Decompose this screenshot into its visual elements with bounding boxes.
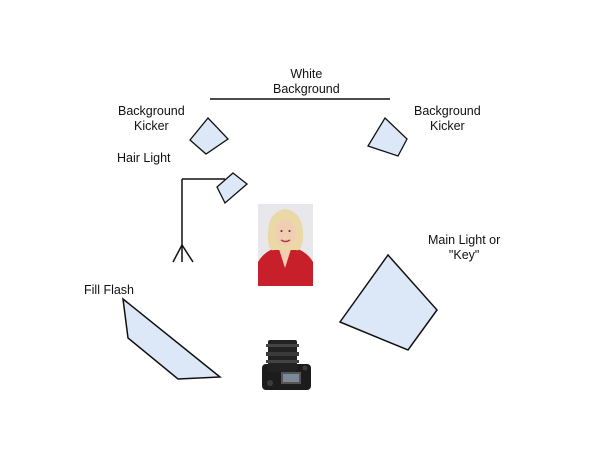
background-kicker-right-label-line1: Background: [414, 104, 481, 118]
white-background-label: White Background: [273, 67, 340, 97]
white-background-label-line2: Background: [273, 82, 340, 96]
background-kicker-left-softbox: [189, 117, 229, 155]
background-kicker-left-label-line2: Kicker: [133, 119, 169, 133]
main-light-softbox: [338, 253, 438, 351]
background-kicker-left-label: Background Kicker: [118, 104, 185, 134]
fill-flash-label: Fill Flash: [84, 283, 135, 297]
fill-flash-softbox: [122, 297, 223, 380]
hair-light-label: Hair Light: [117, 151, 171, 165]
main-light-label: Main Light or "Key": [428, 233, 500, 263]
dslr-camera-icon: [262, 340, 311, 390]
background-kicker-right-label: Background Kicker: [414, 104, 481, 134]
white-background-label-line1: White: [290, 67, 323, 81]
light-stand-icon: [172, 178, 225, 263]
background-kicker-right-label-line2: Kicker: [429, 119, 465, 133]
background-kicker-right-softbox: [367, 116, 408, 157]
portrait-photo-icon: [258, 204, 313, 286]
background-kicker-left-label-line1: Background: [118, 104, 185, 118]
main-light-label-line1: Main Light or: [428, 233, 501, 247]
hair-light-softbox: [216, 172, 249, 205]
main-light-label-line2: "Key": [448, 248, 480, 262]
